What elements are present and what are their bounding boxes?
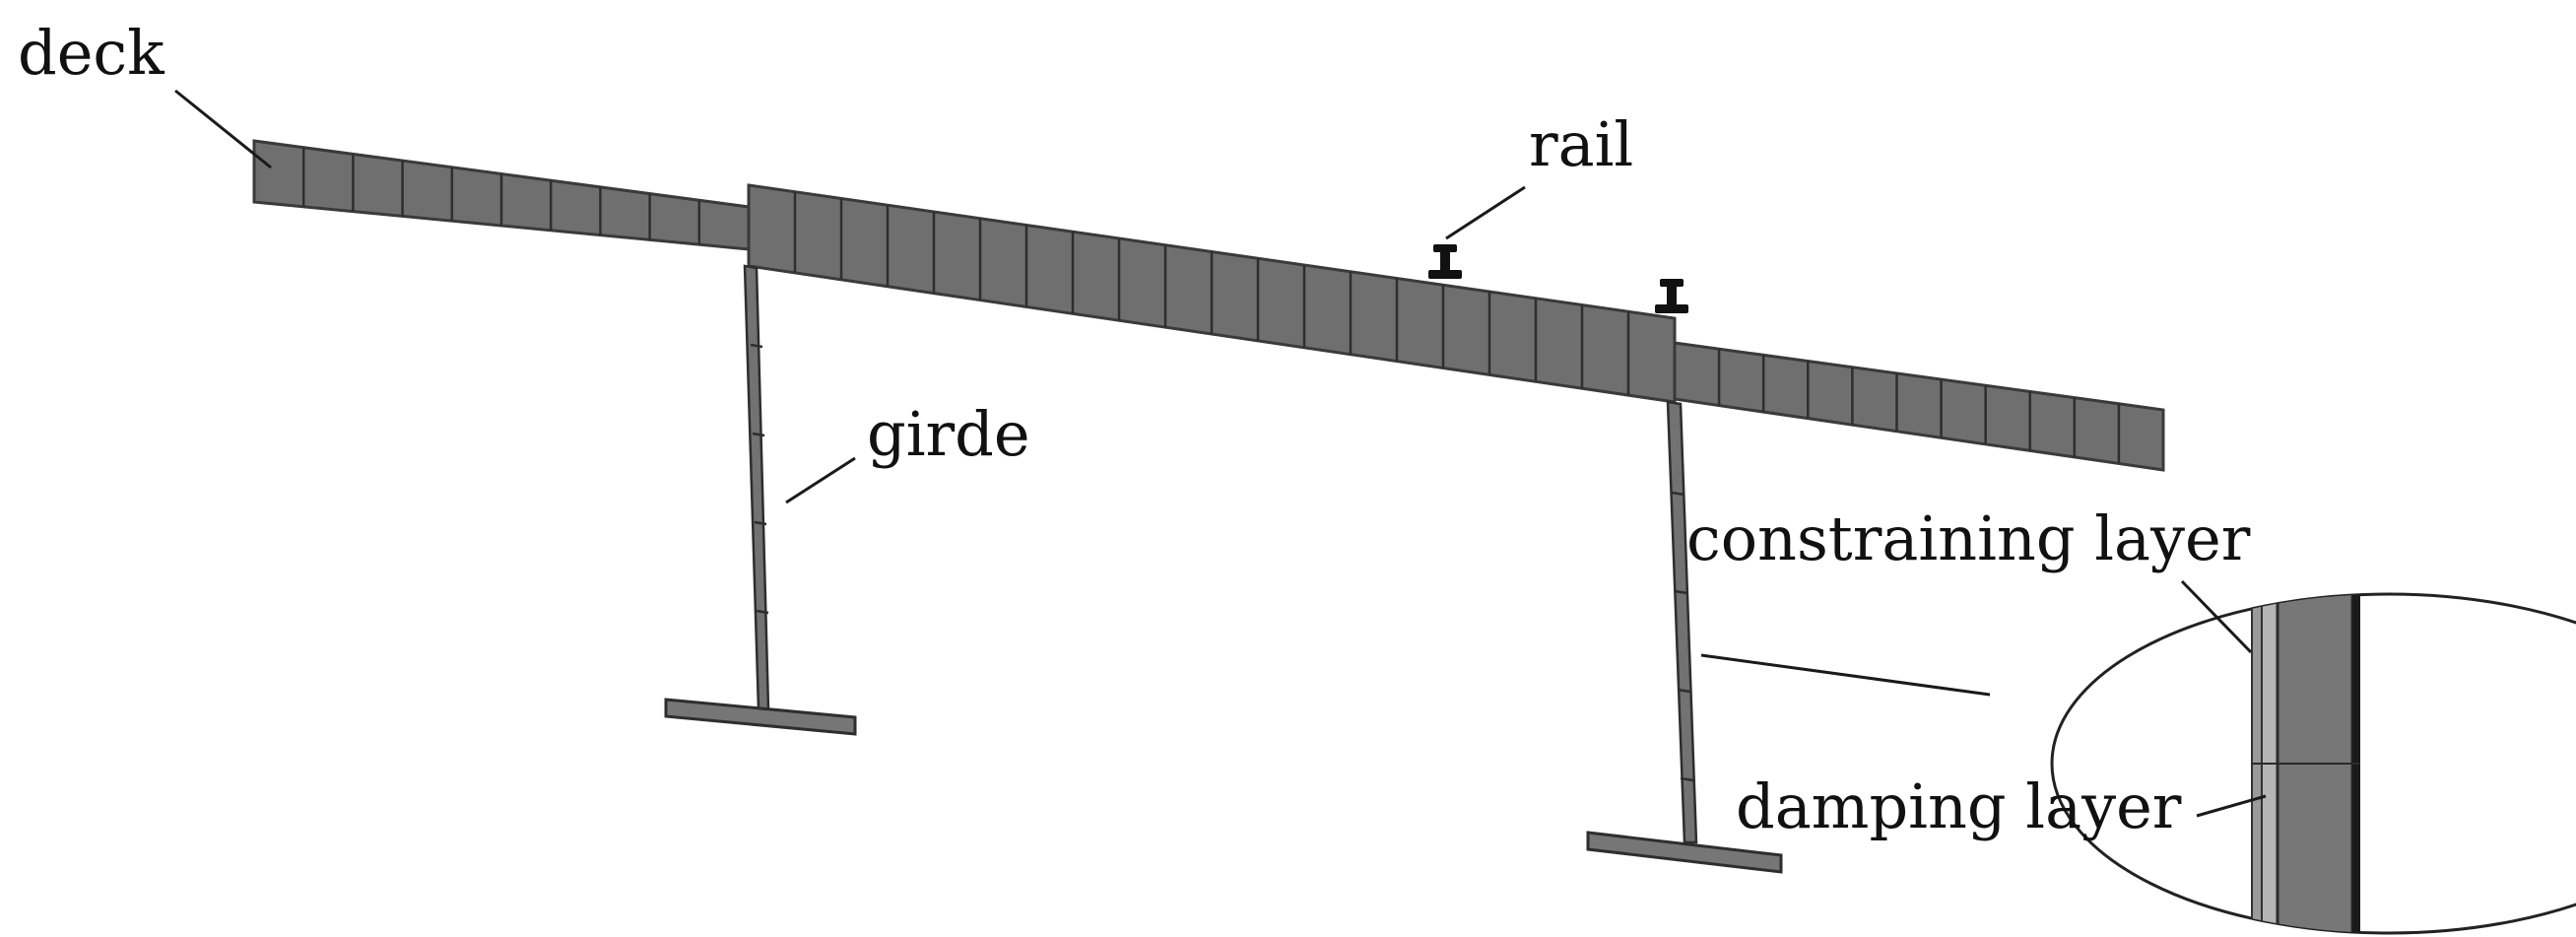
constraining-layer-label: constraining layer (1686, 502, 2251, 574)
pier-right (1666, 400, 1698, 844)
detail-ellipse (2050, 592, 2576, 935)
deck-leader-line (174, 89, 272, 169)
constraining-layer-strip (2251, 594, 2263, 933)
deck-segment-left (252, 139, 751, 251)
constraining-layer-leader-line (2180, 579, 2253, 654)
girder-leader-line (785, 456, 856, 504)
pier-left (743, 264, 770, 711)
rail-profile-right (1655, 279, 1688, 313)
deck-segment-right (1673, 341, 2165, 472)
deck-label: deck (18, 17, 165, 89)
damping-layer-strip (2261, 594, 2279, 933)
girder-label: girde (867, 398, 1030, 470)
rail-leader-line (1445, 185, 1526, 240)
pier-base-left (664, 698, 857, 736)
girder-section (2276, 594, 2354, 933)
pier-base-right (1586, 831, 1783, 874)
damping-layer-leader-line (2196, 794, 2267, 818)
deck-segment-middle (747, 183, 1677, 404)
rail-label: rail (1529, 108, 1633, 180)
detail-leader-line (1700, 653, 1991, 697)
rail-profile-left (1428, 244, 1462, 279)
damping-layer-label: damping layer (1736, 770, 2182, 842)
